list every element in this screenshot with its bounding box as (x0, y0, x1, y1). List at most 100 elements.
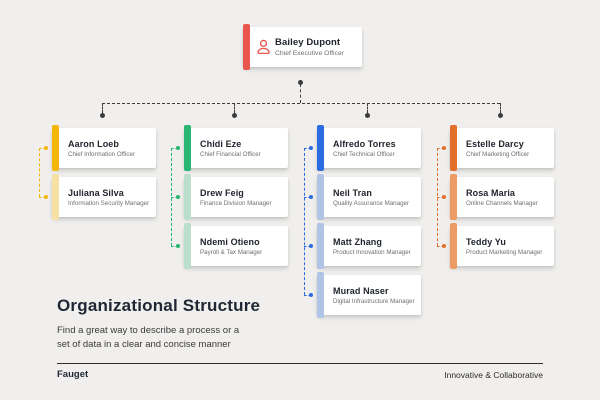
tree-connector-top-dot (298, 80, 303, 85)
member-title: Chief Marketing Officer (466, 150, 530, 158)
member-title: Information Security Manager (68, 199, 150, 207)
accent-bar (450, 125, 457, 171)
member-name: Rosa Maria (466, 187, 516, 198)
accent-bar (184, 174, 191, 220)
branch-connector-stub (304, 246, 311, 247)
branch-connector-line (39, 148, 40, 197)
branch-connector-dot (44, 195, 48, 199)
branch-connector-dot (309, 244, 313, 248)
member-title: Quality Assurance Manager (333, 199, 410, 207)
accent-bar (450, 223, 457, 269)
tree-connector-drop (234, 103, 235, 113)
branch-connector-stub (171, 197, 178, 198)
branch-connector-stub (171, 246, 178, 247)
branch-connector-dot (309, 146, 313, 150)
member-title: Chief Technical Officer (333, 150, 395, 158)
member-name: Matt Zhang (333, 236, 382, 247)
branch-connector-stub (437, 197, 444, 198)
person-icon (257, 39, 270, 55)
branch-connector-stub (304, 148, 311, 149)
branch-connector-dot (442, 195, 446, 199)
tree-connector-horizontal (102, 103, 500, 104)
branch-connector-stub (39, 197, 46, 198)
branch-connector-dot (176, 146, 180, 150)
branch-connector-stub (304, 197, 311, 198)
branch-connector-dot (176, 195, 180, 199)
accent-bar (184, 125, 191, 171)
branch-connector-dot (442, 146, 446, 150)
tree-connector-drop (102, 103, 103, 113)
member-title: Product Innovation Manager (333, 248, 411, 256)
footer-divider (57, 363, 543, 364)
member-name: Teddy Yu (466, 236, 506, 247)
member-name: Drew Feig (200, 187, 244, 198)
ceo-title: Chief Executive Officer (275, 50, 345, 57)
branch-connector-stub (437, 246, 444, 247)
branch-connector-dot (44, 146, 48, 150)
member-title: Chief Financial Officer (200, 150, 261, 158)
member-name: Murad Naser (333, 285, 389, 296)
accent-bar (52, 125, 59, 171)
tree-connector-drop-dot (232, 113, 237, 118)
branch-connector-stub (39, 148, 46, 149)
accent-bar (317, 125, 324, 171)
member-name: Chidi Eze (200, 138, 242, 149)
member-title: Payroll & Tax Manager (200, 248, 263, 256)
section-description: Find a great way to describe a process o… (57, 325, 240, 350)
branch-connector-dot (309, 195, 313, 199)
tree-connector-drop-dot (100, 113, 105, 118)
accent-bar (317, 272, 324, 318)
section-heading: Organizational Structure (57, 296, 261, 315)
tree-connector-drop-dot (498, 113, 503, 118)
accent-bar (450, 174, 457, 220)
member-title: Online Channels Manager (466, 199, 538, 207)
branch-connector-stub (437, 148, 444, 149)
branch-connector-dot (176, 244, 180, 248)
member-title: Finance Division Manager (200, 199, 272, 207)
branch-connector-line (304, 148, 305, 295)
accent-bar (52, 174, 59, 220)
member-name: Estelle Darcy (466, 138, 524, 149)
branch-connector-stub (171, 148, 178, 149)
tree-connector-drop (500, 103, 501, 113)
tree-connector-drop (367, 103, 368, 113)
member-title: Chief Information Officer (68, 150, 135, 158)
member-title: Product Marketing Manager (466, 248, 543, 256)
accent-bar (317, 174, 324, 220)
ceo-name: Bailey Dupont (275, 37, 341, 48)
branch-connector-stub (304, 295, 311, 296)
branch-connector-dot (309, 293, 313, 297)
ceo-accent-bar (243, 24, 250, 70)
member-title: Digital Infrastructure Manager (333, 297, 415, 305)
footer-tagline: Innovative & Collaborative (444, 370, 543, 380)
branch-connector-dot (442, 244, 446, 248)
accent-bar (317, 223, 324, 269)
member-name: Juliana Silva (68, 187, 124, 198)
tree-connector-stem (300, 84, 301, 103)
member-name: Aaron Loeb (68, 138, 120, 149)
